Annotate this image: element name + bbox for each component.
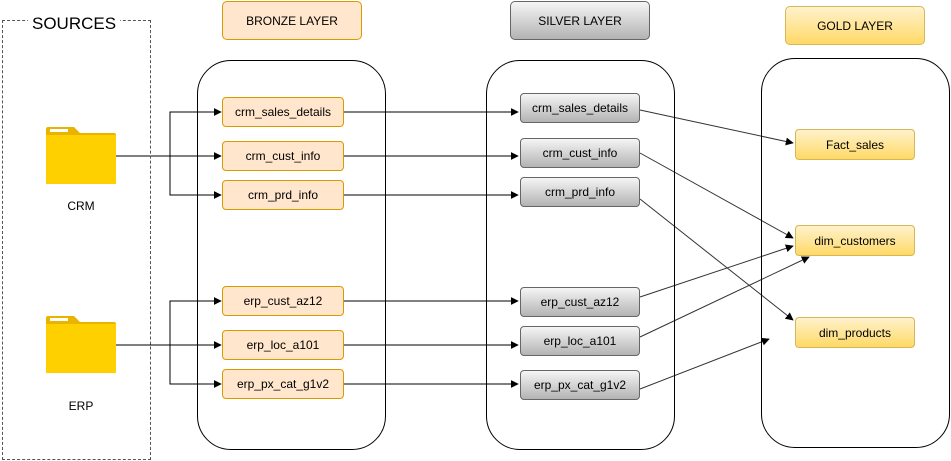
gold-table-dim-products: dim_products [795,317,915,348]
erp-folder-icon [46,316,116,373]
silver-layer-container [486,60,675,450]
bronze-layer-container [197,60,386,450]
sources-container [2,20,151,460]
gold-table-dim-customers: dim_customers [795,225,915,256]
gold-layer-header: GOLD LAYER [785,6,925,45]
silver-table-crm-sales-details: crm_sales_details [520,93,640,123]
edge-silver-gold-6 [639,337,770,390]
gold-table-fact-sales: Fact_sales [795,129,915,160]
erp-label: ERP [68,399,94,413]
gold-layer-container [761,58,950,448]
silver-table-crm-cust-info: crm_cust_info [520,138,640,168]
bronze-layer-header: BRONZE LAYER [222,1,362,40]
silver-table-erp-px-cat-g1v2: erp_px_cat_g1v2 [520,370,640,400]
crm-label: CRM [67,199,95,213]
edge-silver-gold-1 [639,109,794,146]
edge-silver-gold-3 [639,198,794,321]
edge-crm-branch-sales [169,108,222,156]
edge-crm-branch-prd [169,156,222,199]
silver-layer-header: SILVER LAYER [510,1,650,40]
silver-table-erp-cust-az12: erp_cust_az12 [520,287,640,317]
edge-silver-gold-4 [639,244,794,298]
sources-title: SOURCES [28,14,121,34]
bronze-table-erp-px-cat-g1v2: erp_px_cat_g1v2 [222,369,344,399]
bronze-table-erp-loc-a101: erp_loc_a101 [222,330,344,360]
edge-silver-gold-5 [639,256,810,338]
edge-silver-gold-2 [639,152,794,239]
bronze-table-erp-cust-az12: erp_cust_az12 [222,286,344,316]
bronze-table-crm-sales-details: crm_sales_details [222,97,344,127]
silver-table-erp-loc-a101: erp_loc_a101 [520,326,640,356]
edge-erp-branch-px [169,345,222,388]
crm-folder-icon [46,127,116,184]
bronze-table-crm-prd-info: crm_prd_info [222,180,344,210]
silver-table-crm-prd-info: crm_prd_info [520,177,640,207]
edge-erp-branch-cust [169,297,222,345]
bronze-table-crm-cust-info: crm_cust_info [222,141,344,171]
